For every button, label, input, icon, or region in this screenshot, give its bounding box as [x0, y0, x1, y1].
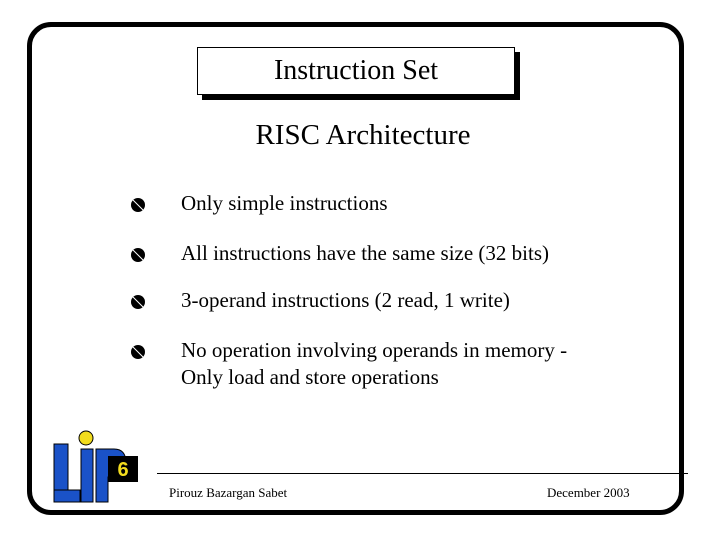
footer-author: Pirouz Bazargan Sabet — [169, 485, 288, 500]
lip6-logo: 6 — [53, 430, 138, 503]
bullet-icon — [131, 198, 145, 212]
slide-frame — [27, 22, 684, 515]
slide-title: Instruction Set — [273, 55, 439, 86]
bullet-text: Only simple instructions — [181, 191, 388, 215]
bullet-text: 3-operand instructions (2 read, 1 write) — [181, 288, 510, 312]
slide-subtitle: RISC Architecture — [255, 119, 471, 151]
logo-number: 6 — [117, 459, 128, 481]
footer-divider — [157, 473, 688, 474]
bullet-text: No operation involving operands in memor… — [181, 338, 568, 389]
bullet-icon — [131, 248, 145, 262]
bullet-text: All instructions have the same size (32 … — [181, 241, 550, 265]
bullet-icon — [131, 295, 145, 309]
bullet-icon — [131, 345, 145, 359]
slide-title-box: Instruction Set — [197, 47, 515, 95]
footer-date: December 2003 — [547, 485, 630, 500]
